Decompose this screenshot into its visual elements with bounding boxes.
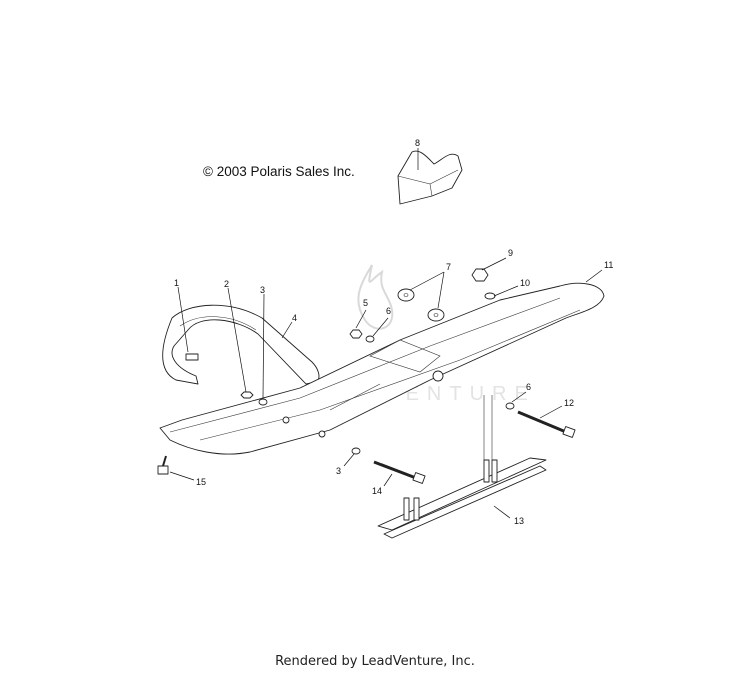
ski-body-part <box>159 282 605 455</box>
callout-9: 9 <box>508 248 513 258</box>
callout-12: 12 <box>564 398 574 408</box>
callout-13: 13 <box>514 516 524 526</box>
callout-8: 8 <box>415 138 420 148</box>
callout-7: 7 <box>446 262 451 272</box>
copyright-text: © 2003 Polaris Sales Inc. <box>203 164 355 179</box>
callout-10: 10 <box>520 278 530 288</box>
rendered-by-footer: Rendered by LeadVenture, Inc. <box>275 654 475 669</box>
bolt-14-part <box>373 460 426 484</box>
wear-bar-part <box>377 395 547 539</box>
callout-15: 15 <box>196 477 206 487</box>
bolt-15-part <box>157 455 169 475</box>
callout-6b: 6 <box>526 382 531 392</box>
callout-3a: 3 <box>260 285 265 295</box>
callout-11: 11 <box>604 260 613 270</box>
callout-14: 14 <box>372 486 382 496</box>
callout-6a: 6 <box>386 306 391 316</box>
callout-4: 4 <box>292 313 297 323</box>
bumper-block-part <box>397 150 463 205</box>
callout-5: 5 <box>363 298 368 308</box>
hardware-parts <box>240 268 515 455</box>
callout-1: 1 <box>174 278 179 288</box>
callout-2: 2 <box>224 279 229 289</box>
bolt-12-part <box>517 410 576 438</box>
callout-labels: 1 2 3 4 5 6 7 8 9 10 11 12 3 14 13 6 15 <box>174 138 613 526</box>
leader-lines <box>169 148 603 519</box>
ski-loop-part <box>162 304 320 385</box>
callout-3b: 3 <box>336 466 341 476</box>
